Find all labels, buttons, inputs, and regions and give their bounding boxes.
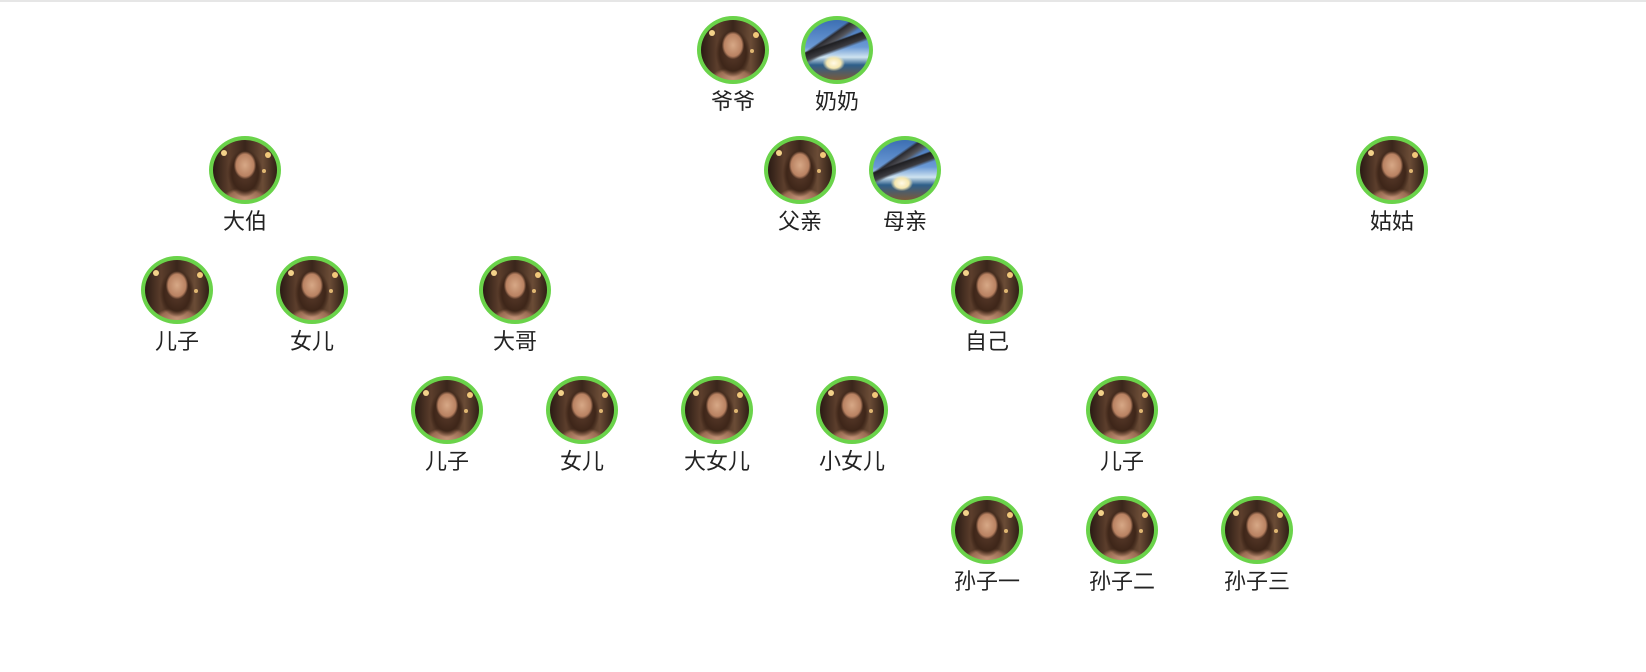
node-label: 孙子二 [1088,570,1155,595]
node-label: 大女儿 [683,450,750,475]
node-label: 儿子 [1099,450,1144,475]
node-self[interactable]: 自己 [932,256,1042,356]
node-label: 爷爷 [710,90,755,115]
avatar [141,256,213,324]
node-label: 姑姑 [1369,210,1414,235]
node-grandson-2[interactable]: 孙子二 [1067,496,1177,596]
avatar [801,16,873,84]
node-label: 小女儿 [818,450,885,475]
node-grandson-3[interactable]: 孙子三 [1202,496,1312,596]
node-self-son[interactable]: 儿子 [1067,376,1177,476]
node-uncle[interactable]: 大伯 [190,136,300,236]
node-label: 孙子一 [953,570,1020,595]
node-label: 母亲 [882,210,927,235]
avatar [1086,376,1158,444]
avatar [816,376,888,444]
node-label: 儿子 [154,330,199,355]
avatar [546,376,618,444]
avatar [479,256,551,324]
node-aunt[interactable]: 姑姑 [1337,136,1447,236]
avatar [681,376,753,444]
node-label: 女儿 [559,450,604,475]
avatar [276,256,348,324]
avatar [1356,136,1428,204]
node-label: 女儿 [289,330,334,355]
node-grandmother[interactable]: 奶奶 [782,16,892,116]
avatar [764,136,836,204]
node-brother-elder-daughter[interactable]: 大女儿 [662,376,772,476]
node-label: 父亲 [777,210,822,235]
node-label: 奶奶 [814,90,859,115]
node-label: 孙子三 [1223,570,1290,595]
avatar [951,256,1023,324]
avatar [951,496,1023,564]
node-father[interactable]: 父亲 [745,136,855,236]
avatar [697,16,769,84]
avatar [1086,496,1158,564]
node-uncle-son[interactable]: 儿子 [122,256,232,356]
node-brother-younger-daughter[interactable]: 小女儿 [797,376,907,476]
avatar [411,376,483,444]
node-label: 大伯 [222,210,267,235]
node-grandfather[interactable]: 爷爷 [678,16,788,116]
node-elder-brother[interactable]: 大哥 [460,256,570,356]
node-brother-daughter[interactable]: 女儿 [527,376,637,476]
avatar [1221,496,1293,564]
avatar [209,136,281,204]
avatar [869,136,941,204]
node-label: 大哥 [492,330,537,355]
node-mother[interactable]: 母亲 [850,136,960,236]
node-grandson-1[interactable]: 孙子一 [932,496,1042,596]
node-label: 自己 [964,330,1009,355]
node-uncle-daughter[interactable]: 女儿 [257,256,367,356]
node-label: 儿子 [424,450,469,475]
node-brother-son[interactable]: 儿子 [392,376,502,476]
